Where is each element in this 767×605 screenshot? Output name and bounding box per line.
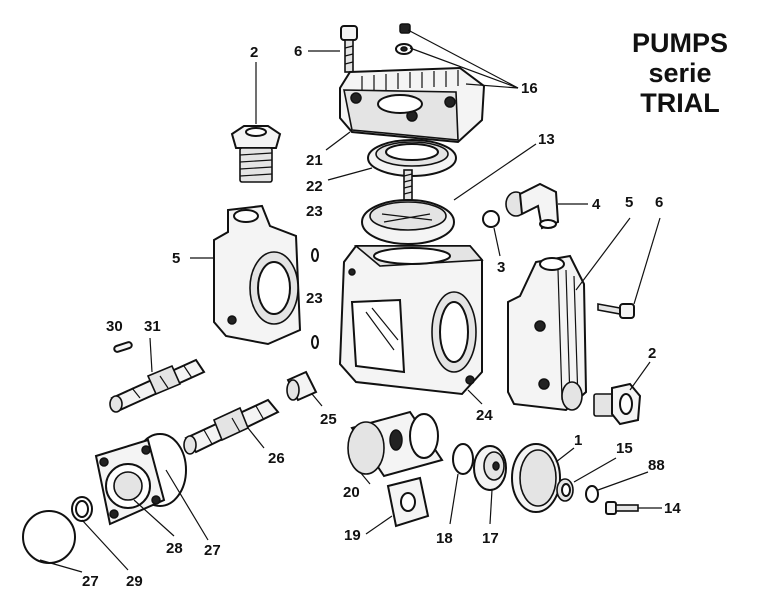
part-18-oring — [452, 443, 474, 475]
part-22-valve-ring — [367, 139, 457, 177]
diagram-title: PUMPS serie TRIAL — [600, 28, 760, 118]
label-part-88: 88 — [648, 457, 665, 474]
label-part-13: 13 — [538, 131, 555, 148]
title-line-1: PUMPS — [631, 28, 729, 58]
part-19-pin-block — [386, 476, 430, 528]
part-27-large-ring — [22, 510, 76, 564]
part-1-diaphragm — [511, 443, 561, 513]
label-part-2: 2 — [250, 44, 258, 61]
label-part-20: 20 — [343, 484, 360, 501]
label-part-15: 15 — [616, 440, 633, 457]
label-part-17: 17 — [482, 530, 499, 547]
label-part-6: 6 — [294, 43, 302, 60]
part-17-piston-seal — [473, 445, 507, 491]
label-part-14: 14 — [664, 500, 681, 517]
part-2-plug-left — [230, 125, 282, 183]
part-2-plug-right — [593, 382, 642, 426]
label-part-5: 5 — [625, 194, 633, 211]
part-21-cylinder-head — [339, 66, 486, 144]
part-23-orings — [311, 248, 319, 349]
part-26-crankshaft — [183, 398, 280, 455]
label-part-31: 31 — [144, 318, 161, 335]
label-part-3: 3 — [497, 259, 505, 276]
label-part-21: 21 — [306, 152, 323, 169]
label-part-29: 29 — [126, 573, 143, 590]
leader-lines — [39, 29, 662, 573]
part-31-shaft — [109, 358, 206, 413]
label-part-5: 5 — [172, 250, 180, 267]
part-6-right-bolt — [597, 303, 635, 319]
part-29-circlip — [71, 496, 93, 522]
part-30-pin — [113, 341, 133, 353]
label-part-23: 23 — [306, 290, 323, 307]
part-15-nut — [556, 478, 574, 502]
label-part-18: 18 — [436, 530, 453, 547]
part-16-nuts — [395, 23, 413, 55]
label-part-26: 26 — [268, 450, 285, 467]
part-5-left-housing — [213, 204, 302, 346]
part-4-elbow — [505, 182, 560, 230]
label-part-1: 1 — [574, 432, 582, 449]
label-part-4: 4 — [592, 196, 601, 213]
label-part-27: 27 — [204, 542, 221, 559]
part-13-valve-plate — [361, 169, 455, 245]
part-28-flange — [94, 438, 166, 526]
label-part-27: 27 — [82, 573, 99, 590]
label-part-2: 2 — [648, 345, 656, 362]
part-labels: 2 6 16 21 22 13 23 23 5 4 5 6 3 30 31 25… — [82, 43, 681, 590]
label-part-19: 19 — [344, 527, 361, 544]
part-14-screw — [605, 501, 639, 515]
label-part-25: 25 — [320, 411, 337, 428]
label-part-23: 23 — [306, 203, 323, 220]
label-part-30: 30 — [106, 318, 123, 335]
label-part-16: 16 — [521, 80, 538, 97]
part-24-pump-body — [338, 245, 484, 396]
title-line-3: TRIAL — [640, 88, 720, 118]
part-6-top-bolt — [340, 25, 358, 73]
part-88-washer — [585, 485, 599, 503]
label-part-24: 24 — [476, 407, 493, 424]
part-5-right-housing — [507, 254, 588, 412]
part-20-crosshead — [347, 410, 444, 478]
part-3-oring — [482, 210, 500, 228]
part-25-bushing — [286, 370, 318, 402]
label-part-6: 6 — [655, 194, 663, 211]
title-line-2: serie — [648, 58, 712, 88]
label-part-22: 22 — [306, 178, 323, 195]
label-part-28: 28 — [166, 540, 183, 557]
